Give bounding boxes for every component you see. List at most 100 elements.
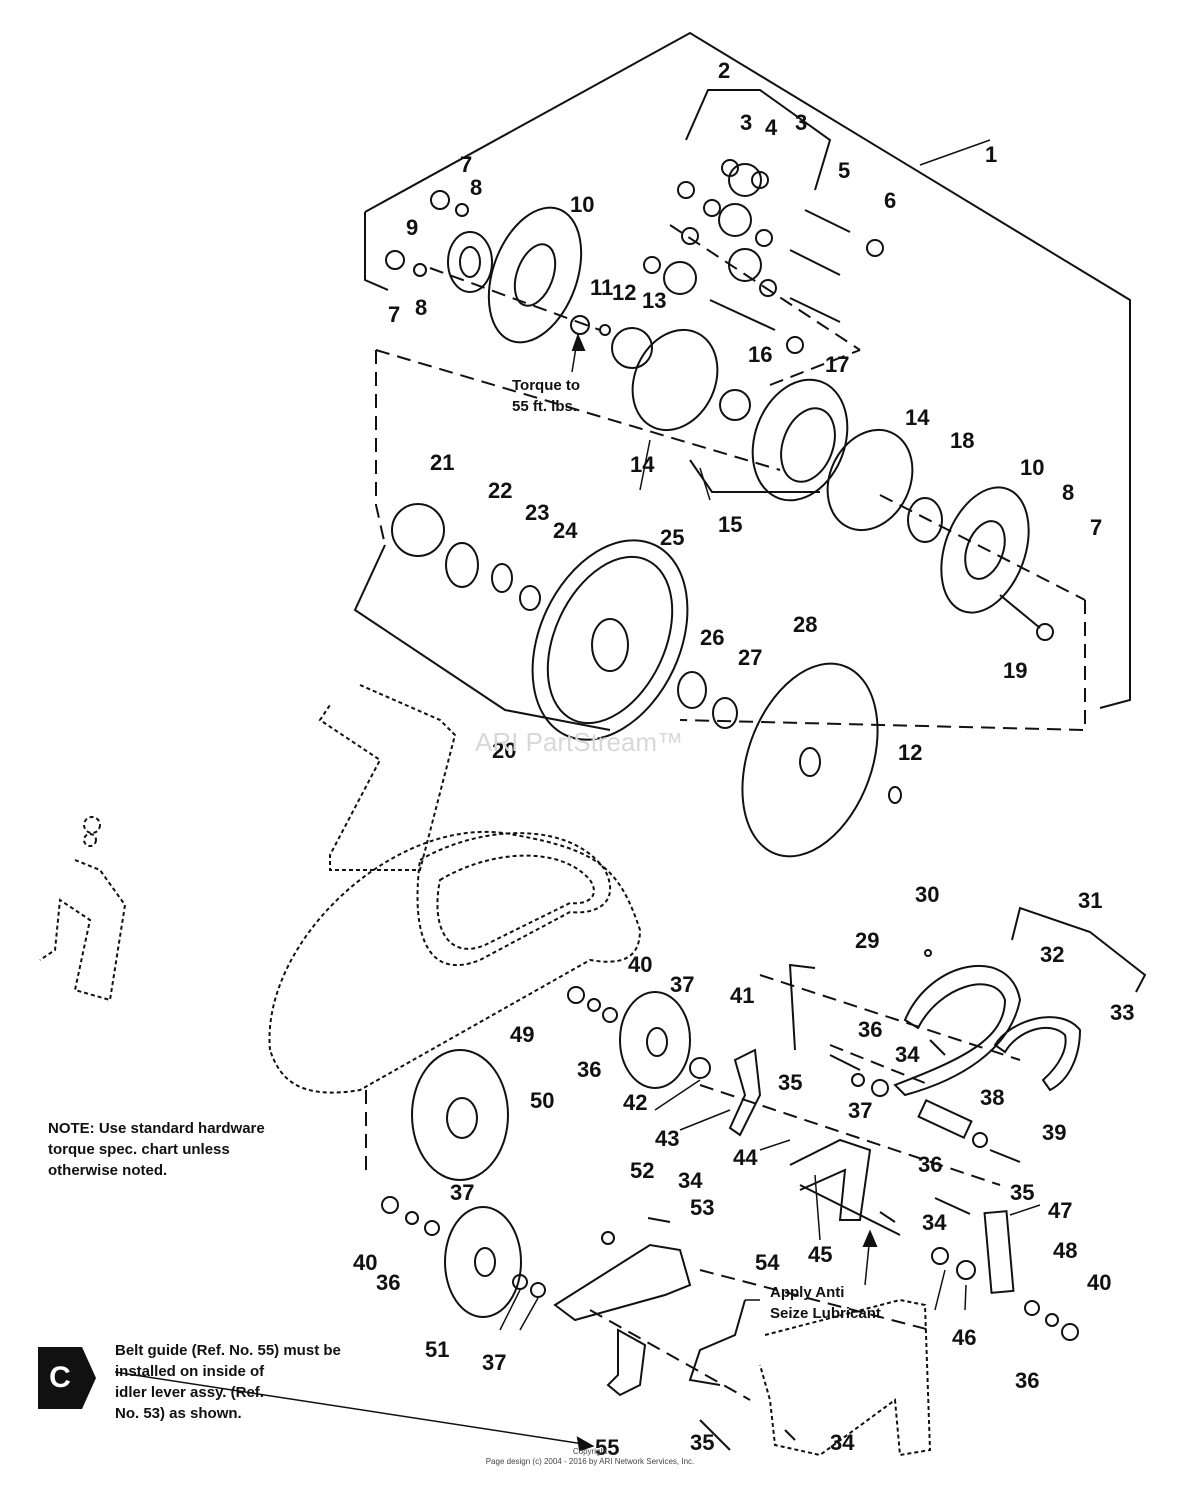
- callout: 40: [353, 1250, 377, 1275]
- part-24-ring: [519, 585, 541, 611]
- part-34-pins: [647, 1039, 946, 1441]
- callout: 31: [1078, 888, 1102, 913]
- callout: 14: [905, 405, 930, 430]
- lubricant-note-line: Seize Lubricant: [770, 1305, 881, 1322]
- lubricant-note-line: Apply Anti: [770, 1284, 845, 1301]
- callout: 10: [570, 192, 594, 217]
- callout: 36: [1015, 1368, 1039, 1393]
- part-45-lever: [789, 1138, 901, 1236]
- callout: 28: [793, 612, 817, 637]
- callout: 36: [376, 1270, 400, 1295]
- part-10-flange: [487, 206, 583, 344]
- callout: 13: [642, 288, 666, 313]
- footer-page-design: Page design (c) 2004 - 2016 by ARI Netwo…: [485, 1457, 695, 1466]
- part-29-rod: [788, 963, 816, 1051]
- part-32-band: [893, 965, 1022, 1097]
- callout: 4: [765, 115, 778, 140]
- callout: 35: [778, 1070, 802, 1095]
- callout: 55: [595, 1435, 619, 1460]
- callout: 47: [1048, 1198, 1072, 1223]
- part-18-washer: [907, 497, 943, 543]
- torque-note: Torque to 55 ft. lbs.: [512, 375, 580, 417]
- nuts-washers-upper: [385, 190, 611, 336]
- callout: 24: [553, 518, 578, 543]
- part-12-key: [888, 786, 902, 804]
- callout: 38: [980, 1085, 1004, 1110]
- part-22-bearing: [445, 542, 479, 588]
- part-53-idler-lever: [553, 1243, 692, 1322]
- callout: 51: [425, 1337, 449, 1362]
- callout: 21: [430, 450, 454, 475]
- hardware-note-line: torque spec. chart unless: [48, 1141, 230, 1158]
- hardware-note: NOTE: Use standard hardware torque spec.…: [48, 1118, 265, 1181]
- callout: 8: [470, 175, 482, 200]
- callout: 37: [670, 972, 694, 997]
- part-9-bearing: [447, 231, 493, 293]
- belt-guide-note-line: installed on inside of: [115, 1363, 265, 1380]
- callout-numbers: 1 2 3 4 3 5 6 7 8 9 10 7 8 11 12 13 16 1…: [353, 58, 1134, 1460]
- callout: 6: [884, 188, 896, 213]
- callout: 36: [858, 1017, 882, 1042]
- part-38-spacer: [917, 1098, 973, 1140]
- callout: 37: [482, 1350, 506, 1375]
- callout: 20: [492, 738, 516, 763]
- callout: 34: [895, 1042, 920, 1067]
- page-footer: Copyright Page design (c) 2004 - 2016 by…: [0, 1447, 1180, 1467]
- belt-guide-note-line: Belt guide (Ref. No. 55) must be: [115, 1342, 341, 1359]
- callout: 8: [1062, 480, 1074, 505]
- callout: 3: [740, 110, 752, 135]
- ghost-frame: [39, 684, 932, 1457]
- arrowhead-55: [576, 1436, 595, 1452]
- callout: 14: [630, 452, 655, 477]
- o-rings-14: [631, 328, 914, 532]
- callout: 7: [388, 302, 400, 327]
- belt-guide-note: Belt guide (Ref. No. 55) must be install…: [115, 1340, 341, 1424]
- callout: 36: [918, 1152, 942, 1177]
- callout: 15: [718, 512, 742, 537]
- assembly-2-bracket: [685, 89, 832, 191]
- callout: 44: [733, 1145, 758, 1170]
- callout: 48: [1053, 1238, 1077, 1263]
- hardware-note-line: NOTE: Use standard hardware: [48, 1120, 265, 1137]
- callout: 11: [590, 275, 613, 300]
- part-55-belt-guide: [606, 1328, 647, 1397]
- assembly-20-bracket: [353, 544, 611, 731]
- torque-note-line: Torque to: [512, 377, 581, 394]
- part-27-washer: [712, 697, 738, 729]
- part-43-guide: [728, 1048, 762, 1137]
- hardware-note-line: otherwise noted.: [48, 1162, 168, 1179]
- callout: 50: [530, 1088, 554, 1113]
- dashed-frames: [365, 224, 1086, 1401]
- callout: 40: [1087, 1270, 1111, 1295]
- callout: 40: [628, 952, 652, 977]
- callout: 16: [748, 342, 772, 367]
- callout: 3: [795, 110, 807, 135]
- part-28-disc: [741, 662, 879, 858]
- part-10-lower-flange: [940, 486, 1030, 614]
- part-17-drum: [751, 378, 849, 502]
- callout: 27: [738, 645, 762, 670]
- watermark: ARI PartStream™: [475, 727, 684, 757]
- callout: 23: [525, 500, 549, 525]
- hardware-lower: [381, 949, 1079, 1341]
- callout: 36: [577, 1057, 601, 1082]
- part-47-strap: [983, 1210, 1015, 1294]
- callout: 39: [1042, 1120, 1066, 1145]
- arrowhead-torque: [571, 333, 586, 351]
- leader-lines: [114, 139, 1041, 1446]
- callout: 35: [1010, 1180, 1034, 1205]
- planet-gears: [611, 163, 762, 369]
- part-49-pulley: [411, 1049, 509, 1181]
- callout: 2: [718, 58, 730, 83]
- callout: 53: [690, 1195, 714, 1220]
- callout: 45: [808, 1242, 832, 1267]
- part-26-spacer: [677, 671, 707, 709]
- callout: 37: [848, 1098, 872, 1123]
- assembly-1-bracket: [364, 31, 1131, 709]
- belt-guide-note-line: idler lever assy. (Ref.: [115, 1384, 264, 1401]
- callout: 34: [922, 1210, 947, 1235]
- badge-arrow-shape: [38, 1347, 96, 1409]
- part-33-band: [993, 1016, 1082, 1092]
- bolts: [699, 1054, 1021, 1451]
